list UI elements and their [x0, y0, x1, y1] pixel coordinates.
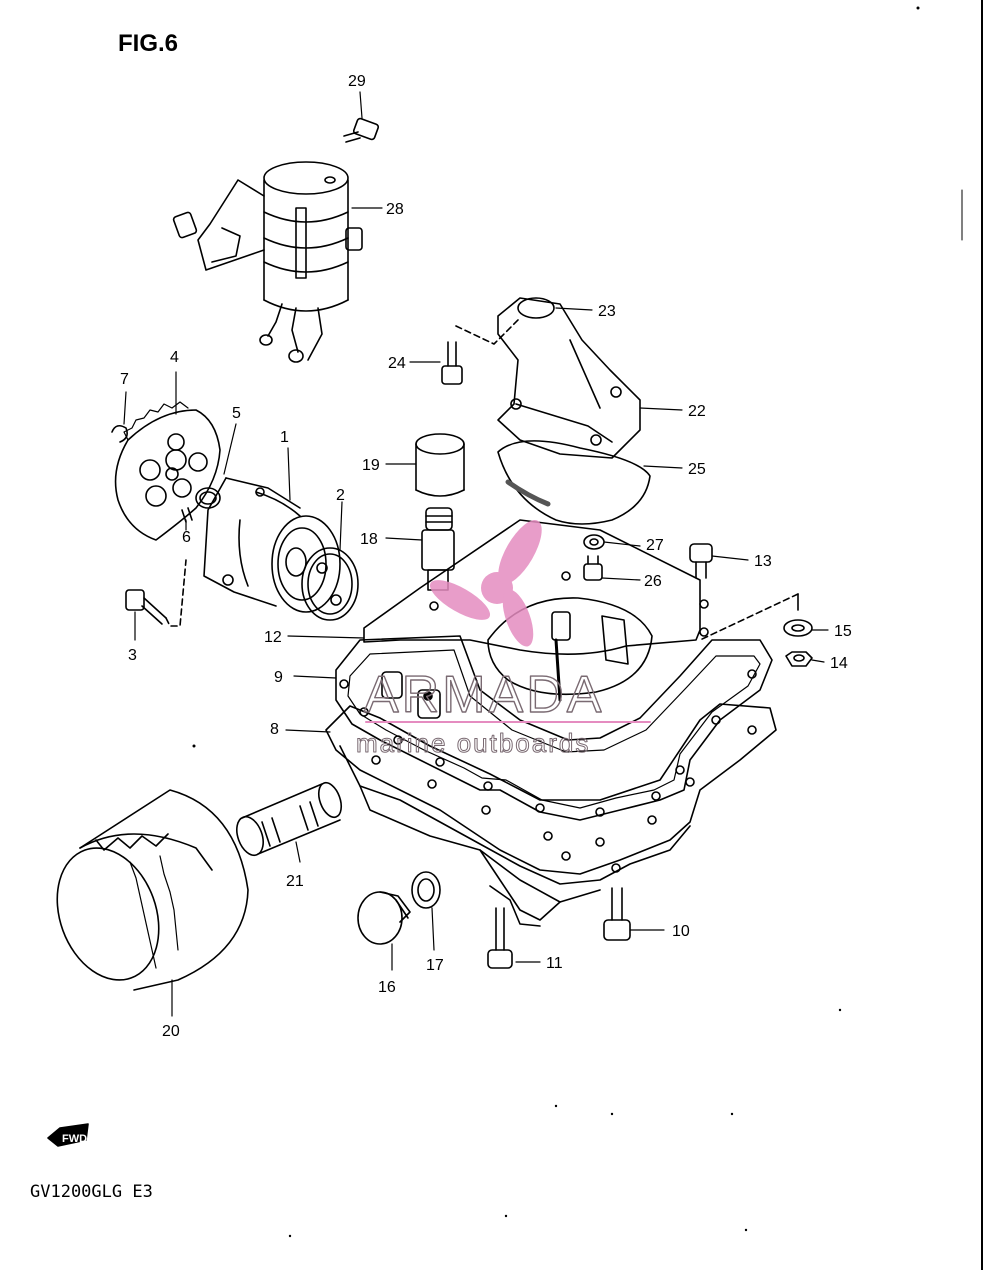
callout-5: 5 — [232, 405, 241, 422]
watermark-brand: ARMADA — [364, 666, 604, 724]
callout-2: 2 — [336, 487, 345, 504]
fwd-arrow-icon: FWD — [47, 1123, 89, 1147]
callout-1: 1 — [280, 429, 289, 446]
callout-14: 14 — [830, 655, 848, 672]
scan-specks — [192, 6, 920, 1238]
part-22-strainer — [497, 297, 641, 459]
armada-propeller-logo-icon — [429, 520, 542, 647]
callout-23: 23 — [598, 303, 616, 320]
callout-labels: 1 2 3 4 5 6 7 8 9 10 11 12 13 14 15 16 1… — [120, 73, 852, 1040]
part-2-gasket — [301, 547, 359, 621]
part-14-nut — [785, 651, 813, 667]
callout-25: 25 — [688, 461, 706, 478]
part-3-bolt — [125, 559, 187, 627]
part-21-pipe — [236, 781, 343, 857]
callout-9: 9 — [274, 669, 283, 686]
part-19-sleeve — [415, 433, 465, 497]
callout-29: 29 — [348, 73, 366, 90]
watermark-subtitle: marine outboards — [356, 728, 590, 758]
callout-13: 13 — [754, 553, 772, 570]
callout-17: 17 — [426, 957, 444, 974]
callout-22: 22 — [688, 403, 706, 420]
callout-3: 3 — [128, 647, 137, 664]
part-12-gasket — [363, 519, 709, 655]
callout-12: 12 — [264, 629, 282, 646]
callout-8: 8 — [270, 721, 279, 738]
callout-21: 21 — [286, 873, 304, 890]
part-18-relief-valve — [421, 507, 455, 591]
callout-11: 11 — [546, 955, 563, 972]
part-5-o-ring — [195, 487, 221, 509]
callout-10: 10 — [672, 923, 690, 940]
callout-16: 16 — [378, 979, 396, 996]
part-20-oil-filter — [56, 789, 249, 991]
callout-26: 26 — [644, 573, 662, 590]
part-26-nipple — [583, 555, 603, 581]
part-28-canister — [172, 161, 363, 363]
part-10-bolt — [603, 887, 631, 941]
part-15-washer — [783, 619, 813, 637]
part-13-bolt — [689, 543, 713, 579]
callout-24: 24 — [388, 355, 406, 372]
model-code: GV1200GLG E3 — [30, 1182, 153, 1202]
callout-20: 20 — [162, 1023, 180, 1040]
callout-6: 6 — [182, 529, 191, 546]
part-27-washer — [583, 534, 605, 550]
figure-title: FIG.6 — [118, 30, 179, 57]
part-29-bolt — [343, 117, 380, 143]
callout-15: 15 — [834, 623, 852, 640]
part-23-o-ring — [517, 297, 555, 319]
callout-28: 28 — [386, 201, 404, 218]
callout-7: 7 — [120, 371, 129, 388]
part-25-screen — [497, 440, 651, 525]
part-24-bolt — [441, 317, 521, 385]
callout-27: 27 — [646, 537, 664, 554]
dash-leader-14 — [699, 593, 799, 641]
part-8-oil-pan — [325, 597, 777, 927]
callout-4: 4 — [170, 349, 179, 366]
part-9-gasket-upper — [335, 635, 773, 821]
part-4-gear — [114, 401, 221, 541]
part-1-oil-pump — [203, 477, 341, 613]
part-11-bolt — [487, 907, 513, 969]
part-6-pin — [181, 507, 193, 523]
leader-lines — [123, 91, 829, 1017]
part-16-drain-plug — [357, 891, 411, 945]
callout-18: 18 — [360, 531, 378, 548]
part-7-circlip — [111, 424, 128, 443]
callout-19: 19 — [362, 457, 380, 474]
fwd-badge-label: FWD — [62, 1133, 87, 1145]
part-17-gasket — [411, 871, 441, 909]
